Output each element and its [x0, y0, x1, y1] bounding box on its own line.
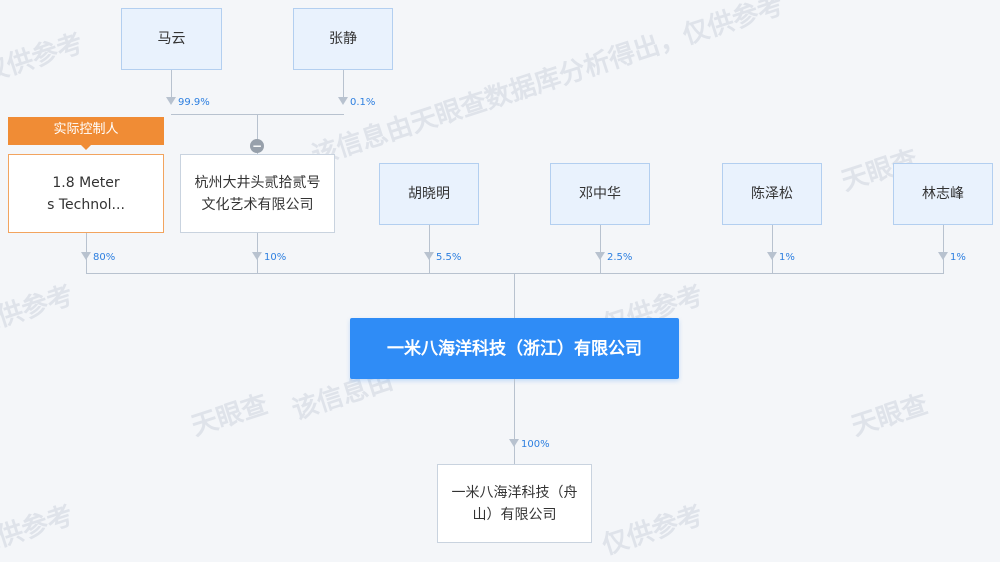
shareholder-node-mayun[interactable]: 马云	[121, 8, 222, 70]
node-label-line1: 1.8 Meter	[52, 174, 120, 191]
arrow-icon	[338, 97, 348, 105]
node-label: 胡晓明	[408, 186, 450, 202]
node-label-line2: 文化艺术有限公司	[201, 196, 314, 213]
percent-label: 5.5%	[436, 252, 462, 263]
percent-label: 99.9%	[178, 97, 210, 108]
arrow-icon	[595, 252, 605, 260]
connector-line	[514, 273, 515, 318]
percent-label: 2.5%	[607, 252, 633, 263]
shareholder-node-zhangjing[interactable]: 张静	[293, 8, 393, 70]
shareholder-node-zhengzhonghua[interactable]: 邓中华	[550, 163, 650, 225]
collapse-toggle[interactable]: −	[250, 139, 264, 153]
node-label-line1: 杭州大井头贰拾贰号	[194, 174, 321, 191]
watermark-text: 仅供参考	[0, 500, 77, 562]
arrow-icon	[166, 97, 176, 105]
connector-line	[429, 225, 430, 273]
tag-label: 实际控制人	[53, 122, 119, 137]
node-label-line1: 一米八海洋科技（舟	[451, 484, 578, 501]
subsidiary-node-zhoushan[interactable]: 一米八海洋科技（舟 山）有限公司	[437, 464, 592, 543]
connector-line	[86, 273, 944, 274]
node-label-line2: s Technol...	[47, 196, 125, 213]
shareholder-node-huxiaoming[interactable]: 胡晓明	[379, 163, 479, 225]
watermark-text: 仅供参考	[598, 500, 707, 562]
shareholder-node-hangzhou[interactable]: 杭州大井头贰拾贰号 文化艺术有限公司	[180, 154, 335, 233]
percent-label: 0.1%	[350, 97, 376, 108]
connector-line	[772, 225, 773, 273]
watermark-text: 天眼查	[188, 389, 272, 443]
arrow-icon	[938, 252, 948, 260]
watermark-text: 仅供参考	[0, 28, 87, 90]
actual-controller-tag: 实际控制人	[8, 117, 164, 150]
arrow-icon	[509, 439, 519, 447]
percent-label: 1%	[950, 252, 966, 263]
arrow-icon	[424, 252, 434, 260]
shareholder-node-chenzesong[interactable]: 陈泽松	[722, 163, 822, 225]
connector-line	[171, 70, 172, 102]
connector-line	[343, 70, 344, 102]
node-label: 张静	[329, 31, 357, 47]
main-company-node[interactable]: 一米八海洋科技（浙江）有限公司	[350, 318, 679, 379]
arrow-icon	[252, 252, 262, 260]
percent-label: 100%	[521, 439, 550, 450]
connector-line	[943, 225, 944, 273]
connector-line	[257, 114, 258, 154]
arrow-icon	[767, 252, 777, 260]
node-label: 陈泽松	[751, 186, 793, 202]
connector-line	[514, 379, 515, 464]
connector-line	[600, 225, 601, 273]
shareholder-node-meters[interactable]: 1.8 Meter s Technol...	[8, 154, 164, 233]
node-label: 邓中华	[579, 186, 621, 202]
tag-pointer	[81, 145, 91, 150]
node-label: 马云	[157, 31, 186, 47]
node-label: 林志峰	[922, 186, 964, 202]
shareholder-node-linzhifeng[interactable]: 林志峰	[893, 163, 993, 225]
watermark-text: 天眼查	[848, 389, 932, 443]
watermark-text: 仅供参考	[0, 280, 77, 342]
percent-label: 80%	[93, 252, 116, 263]
percent-label: 1%	[779, 252, 795, 263]
percent-label: 10%	[264, 252, 287, 263]
arrow-icon	[81, 252, 91, 260]
node-label-line2: 山）有限公司	[472, 506, 557, 523]
node-label: 一米八海洋科技（浙江）有限公司	[387, 338, 642, 359]
